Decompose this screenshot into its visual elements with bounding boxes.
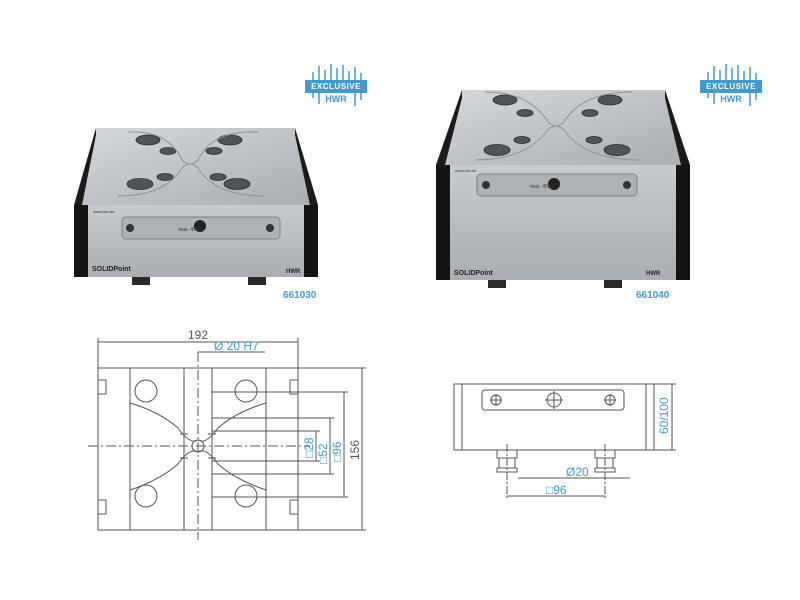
part-number-left: 661030 xyxy=(283,290,317,301)
series-label: SOLIDPoint xyxy=(454,270,494,277)
badge-bars-icon xyxy=(312,64,362,106)
plate-text: max. 45Nm xyxy=(178,227,204,233)
badge-label: EXCLUSIVE xyxy=(700,80,762,93)
dim-pin-dia: Ø20 xyxy=(566,465,589,479)
product-top-face xyxy=(436,90,690,165)
web-label: www.hwr.de xyxy=(455,168,477,173)
exclusive-badge-right: EXCLUSIVE HWR xyxy=(700,62,762,112)
badge-brand: HWR xyxy=(325,94,347,104)
product-photo-661040: max. 45Nm SOLIDPoint HWR www.hwr.de xyxy=(436,90,690,288)
side-view-drawing xyxy=(453,383,676,500)
brand-label: HWR xyxy=(286,269,301,275)
product-photo-661030: max. 45Nm SOLIDPoint HWR www.hwr.de xyxy=(74,128,318,285)
dim-height: 156 xyxy=(348,440,362,460)
brand-label: HWR xyxy=(646,271,661,277)
web-label: www.hwr.de xyxy=(93,209,115,214)
exclusive-badge-left: EXCLUSIVE HWR xyxy=(305,62,367,112)
dim-side-height: 60/100 xyxy=(657,397,671,434)
dim-sq52: □52 xyxy=(316,443,330,464)
plate-text: max. 45Nm xyxy=(530,184,556,190)
side-view-outline xyxy=(453,383,655,451)
top-view-drawing xyxy=(88,338,366,540)
badge-bars-icon xyxy=(707,64,757,106)
dim-pin-spacing: □96 xyxy=(546,483,567,497)
dim-bore: Ø 20 H7 xyxy=(214,339,259,353)
dim-sq96: □96 xyxy=(330,441,344,462)
badge-label: EXCLUSIVE xyxy=(305,80,367,93)
dim-sq28: □28 xyxy=(302,437,316,458)
part-number-right: 661040 xyxy=(636,290,670,301)
badge-brand: HWR xyxy=(720,94,742,104)
series-label: SOLIDPoint xyxy=(92,266,132,273)
dim-width: 192 xyxy=(188,328,208,342)
